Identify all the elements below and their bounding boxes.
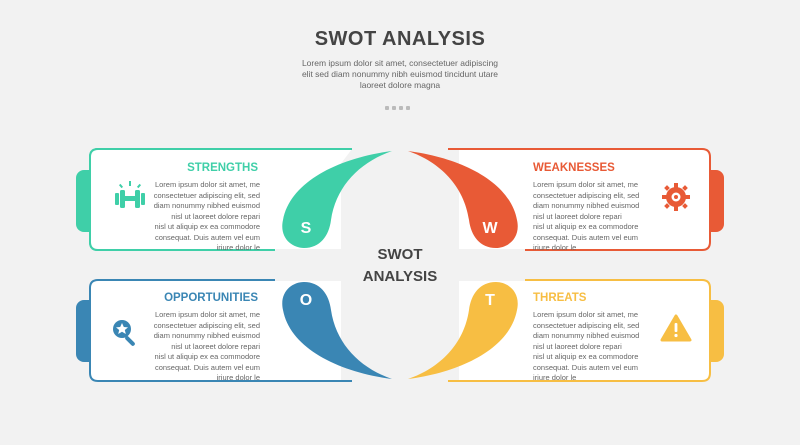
threats-letter: T [485, 292, 495, 309]
threats-card [448, 279, 711, 382]
subtitle-line: elit sed diam nonummy nibh euismod tinci… [301, 69, 499, 79]
opportunities-petal [282, 282, 392, 379]
subtitle-line: laoreet dolore magna [359, 80, 441, 90]
dumbbell-icon [115, 181, 145, 208]
opportunities-card [89, 279, 352, 382]
subtitle-line: Lorem ipsum dolor sit amet, consectetuer… [301, 58, 499, 68]
weaknesses-letter: W [482, 220, 498, 237]
threats-title: THREATS [533, 292, 587, 304]
threats-petal [408, 282, 518, 379]
strengths-letter: S [300, 220, 312, 237]
center-line-1: SWOT [377, 246, 423, 263]
opportunities-title: OPPORTUNITIES [164, 292, 258, 304]
divider-dots [385, 97, 415, 110]
search-star-icon [113, 320, 135, 346]
gear-icon [662, 183, 690, 211]
center-line-2: ANALYSIS [362, 268, 438, 285]
weaknesses-petal [408, 151, 518, 248]
weaknesses-title: WEAKNESSES [533, 162, 615, 174]
page-subtitle: Lorem ipsum dolor sit amet, consectetuer… [270, 58, 530, 91]
opportunities-letter: O [299, 292, 313, 309]
center-label: SWOT ANALYSIS [340, 244, 460, 288]
page-title: SWOT ANALYSIS [314, 28, 486, 50]
strengths-title: STRENGTHS [187, 162, 258, 174]
weaknesses-card [448, 148, 711, 251]
strengths-petal [282, 151, 392, 248]
warning-icon [660, 314, 692, 342]
